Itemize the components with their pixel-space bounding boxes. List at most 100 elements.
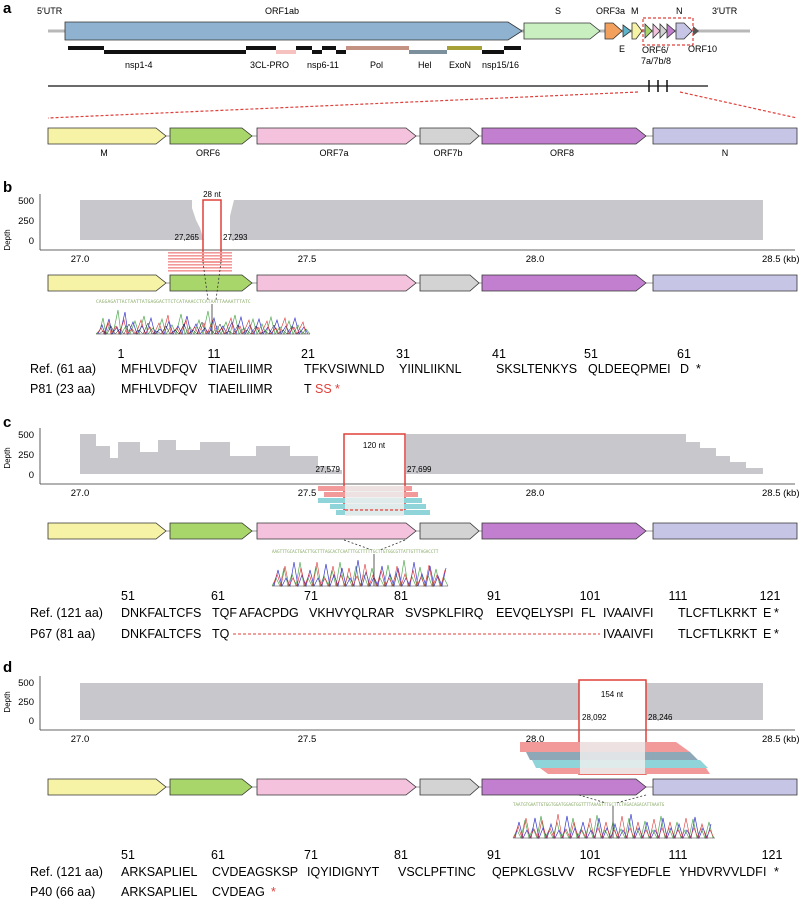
svg-text:*: * bbox=[774, 627, 779, 641]
orf10-arrow bbox=[693, 26, 699, 36]
nsp-3cl-bar bbox=[276, 50, 296, 54]
d-xtick-4: 28.5 (kb) bbox=[762, 734, 799, 745]
orf678-label-line2: 7a/7b/8 bbox=[641, 56, 671, 66]
b-mut-label: P81 (23 aa) bbox=[30, 382, 95, 396]
svg-text:VSCLPFTINC: VSCLPFTINC bbox=[398, 865, 476, 879]
svg-text:SKSLTENKYS: SKSLTENKYS bbox=[496, 362, 577, 376]
orf678-label-line1: ORF6/ bbox=[642, 45, 669, 55]
orf8-small-arrow bbox=[666, 23, 676, 39]
n-arrow bbox=[675, 22, 693, 40]
d-xtick-2: 27.5 bbox=[298, 734, 317, 745]
svg-text:DNKFALTCFS: DNKFALTCFS bbox=[121, 627, 201, 641]
m-label: M bbox=[631, 6, 639, 16]
svg-text:IVAAIVFI: IVAAIVFI bbox=[603, 606, 653, 620]
panel-b-letter: b bbox=[3, 179, 12, 196]
svg-text:51: 51 bbox=[121, 848, 135, 862]
s-arrow bbox=[523, 22, 601, 40]
c-positions: 51 61 71 81 91 101 111 121 bbox=[121, 589, 780, 603]
d-mut-sequence: ARKSAPLIEL CVDEAG * bbox=[121, 885, 276, 899]
b-coord-right: 27,293 bbox=[223, 233, 248, 242]
s-label: S bbox=[555, 6, 561, 16]
zoom-orf7b-arrow bbox=[419, 127, 480, 145]
svg-text:31: 31 bbox=[396, 347, 410, 361]
b-ytick-500: 500 bbox=[18, 196, 34, 207]
c-coverage-area bbox=[80, 434, 763, 474]
panel-a: a 5′UTR ORF1ab S ORF3a M N 3′UTR E ORF6/… bbox=[3, 0, 798, 158]
svg-text:51: 51 bbox=[584, 347, 598, 361]
svg-text:121: 121 bbox=[762, 848, 783, 862]
svg-text:*: * bbox=[271, 885, 276, 899]
c-xtick-2: 27.5 bbox=[298, 488, 317, 499]
svg-text:TLCFTLKRKT: TLCFTLKRKT bbox=[678, 627, 758, 641]
d-ytick-250: 250 bbox=[18, 697, 34, 708]
d-positions: 51 61 71 81 91 101 111 121 bbox=[121, 848, 782, 862]
svg-text:71: 71 bbox=[304, 589, 318, 603]
svg-text:I: I bbox=[763, 865, 766, 879]
d-read-pileup bbox=[520, 742, 710, 774]
e-arrow bbox=[622, 24, 632, 38]
svg-text:E: E bbox=[763, 606, 771, 620]
svg-text:*: * bbox=[696, 362, 701, 376]
zoom-label-orf7b: ORF7b bbox=[433, 148, 462, 158]
panel-a-letter: a bbox=[3, 0, 12, 17]
utr3-label: 3′UTR bbox=[712, 6, 738, 16]
m-arrow bbox=[631, 22, 643, 40]
svg-text:CVDEAGSKSP: CVDEAGSKSP bbox=[212, 865, 298, 879]
nsp-label-4: Pol bbox=[370, 60, 383, 70]
c-xtick-3: 28.0 bbox=[526, 488, 545, 499]
svg-text:*: * bbox=[335, 382, 340, 396]
c-coord-right: 27,699 bbox=[407, 465, 432, 474]
d-trace-red bbox=[513, 813, 715, 840]
svg-text:111: 111 bbox=[668, 589, 687, 603]
e-label: E bbox=[619, 44, 625, 54]
svg-text:81: 81 bbox=[394, 848, 408, 862]
panel-c-letter: c bbox=[3, 414, 11, 431]
zoom-gene-track bbox=[47, 127, 798, 145]
orf1ab-label: ORF1ab bbox=[265, 6, 299, 16]
nsp-exon-bar bbox=[447, 46, 482, 50]
zoom-line-right bbox=[679, 91, 798, 119]
orf6-small-arrow bbox=[644, 23, 653, 39]
panel-d: d Depth 500 250 0 154 nt 28,092 28,246 2… bbox=[3, 659, 799, 899]
d-coverage-area bbox=[80, 683, 763, 720]
svg-text:RCSFYEDFLE: RCSFYEDFLE bbox=[588, 865, 671, 879]
c-read-pileup bbox=[318, 486, 430, 516]
c-mut-label: P67 (81 aa) bbox=[30, 627, 95, 641]
utr5-label: 5′UTR bbox=[37, 6, 63, 16]
b-trace-black bbox=[98, 321, 306, 335]
d-ytick-500: 500 bbox=[18, 678, 34, 689]
svg-text:111: 111 bbox=[668, 848, 687, 862]
c-deletion-size: 120 nt bbox=[363, 441, 386, 450]
zoom-orf7a-arrow bbox=[256, 127, 417, 145]
nsp-hel-bar bbox=[409, 50, 447, 54]
svg-text:SVSPKLFIRQ: SVSPKLFIRQ bbox=[405, 606, 484, 620]
orf678-highlight-box bbox=[642, 17, 694, 46]
svg-text:TQF: TQF bbox=[212, 606, 237, 620]
orf3a-arrow bbox=[604, 22, 623, 40]
b-positions: 1 11 21 31 41 51 61 bbox=[118, 347, 691, 361]
d-ref-label: Ref. (121 aa) bbox=[30, 865, 103, 879]
c-depth-label: Depth bbox=[3, 447, 12, 468]
svg-text:QLDEEQPMEI: QLDEEQPMEI bbox=[588, 362, 671, 376]
svg-text:TFKVSIWNLD: TFKVSIWNLD bbox=[304, 362, 385, 376]
c-gene-track bbox=[47, 522, 798, 540]
orf3a-label: ORF3a bbox=[596, 6, 625, 16]
svg-text:61: 61 bbox=[211, 848, 225, 862]
d-depth-label: Depth bbox=[3, 691, 12, 712]
d-ytick-0: 0 bbox=[29, 716, 34, 727]
svg-text:MFHLVDFQV: MFHLVDFQV bbox=[121, 382, 198, 396]
zoom-n-arrow bbox=[652, 127, 798, 145]
svg-text:61: 61 bbox=[211, 589, 225, 603]
svg-text:71: 71 bbox=[304, 848, 318, 862]
svg-text:TIAEILIIMR: TIAEILIIMR bbox=[208, 362, 273, 376]
d-xtick-3: 28.0 bbox=[526, 734, 545, 745]
b-deletion-size: 28 nt bbox=[203, 190, 222, 199]
svg-text:VKHVYQLRAR: VKHVYQLRAR bbox=[309, 606, 394, 620]
c-xtick-4: 28.5 (kb) bbox=[762, 488, 799, 499]
b-coord-left: 27,265 bbox=[175, 233, 200, 242]
svg-text:1: 1 bbox=[118, 347, 125, 361]
d-xtick-1: 27.0 bbox=[71, 734, 90, 745]
svg-text:91: 91 bbox=[487, 848, 501, 862]
nsp-label-1: nsp1-4 bbox=[125, 60, 153, 70]
c-ytick-500: 500 bbox=[18, 430, 34, 441]
